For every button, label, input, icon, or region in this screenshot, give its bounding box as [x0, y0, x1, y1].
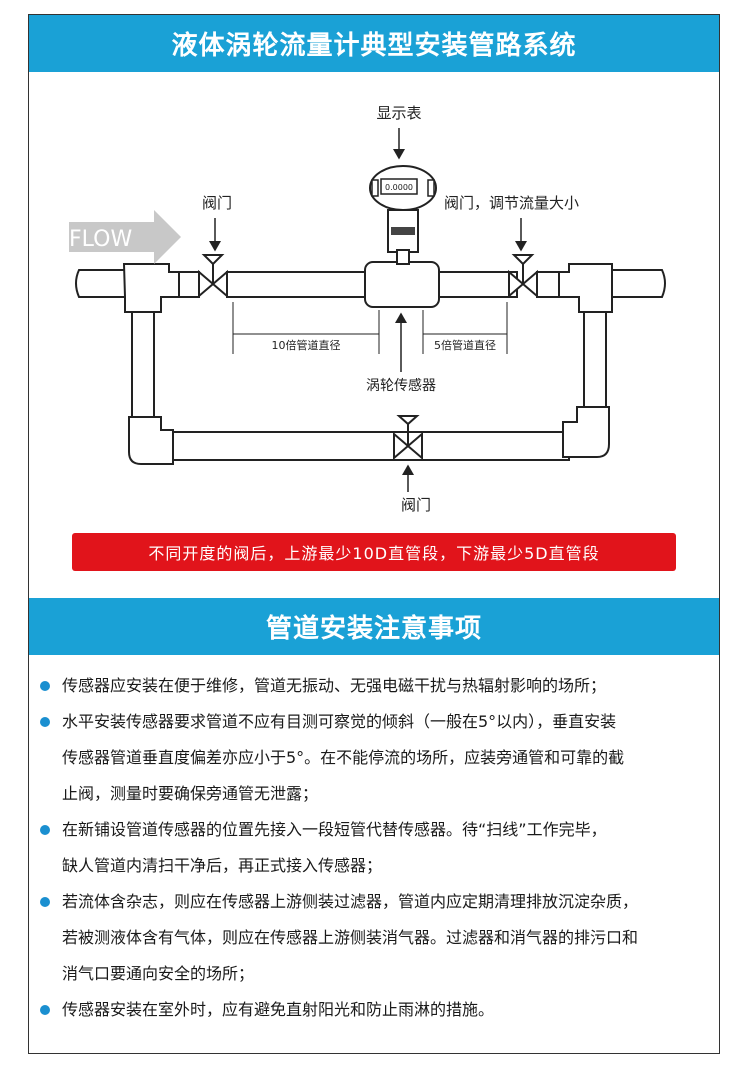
- bypass-bottom-pipe: [168, 431, 570, 461]
- bottom-valve-handwheel: [396, 415, 420, 426]
- note-item: 水平安装传感器要求管道不应有目测可察觉的倾斜（一般在5°以内），垂直安装传感器管…: [40, 704, 710, 812]
- display-screen: [380, 178, 418, 195]
- valve-left-label: 阀门: [202, 194, 232, 212]
- note-item: 传感器安装在室外时，应有避免直射阳光和防止雨淋的措施。: [40, 992, 710, 1028]
- upstream-length-label: 10倍管道直径: [272, 338, 341, 352]
- piping-diagram: 0.0000 FLOW 显示表 阀门 阀门，调节流量大小 10倍管道直径 5倍管…: [29, 72, 719, 598]
- right-valve-handwheel: [511, 254, 535, 266]
- downstream-length-label: 5倍管道直径: [434, 338, 496, 352]
- left-tee-fitting: [122, 263, 180, 313]
- sensor-label: 涡轮传感器: [366, 377, 436, 394]
- note-line: 止阀，测量时要确保旁通管无泄露；: [62, 784, 319, 803]
- piping-diagram-svg: 0.0000 FLOW 显示表 阀门 阀门，调节流量大小 10倍管道直径 5倍管…: [69, 104, 666, 514]
- right-tee-fitting: [558, 263, 613, 313]
- note-item: 在新铺设管道传感器的位置先接入一段短管代替传感器。待“扫线”工作完毕， 缺人管道内…: [40, 812, 710, 884]
- display-label: 显示表: [376, 104, 421, 122]
- left-valve-body-right: [211, 269, 228, 299]
- outlet-pipe: [611, 269, 666, 298]
- installation-warning-banner: 不同开度的阀后，上游最少10D直管段，下游最少5D直管段: [72, 533, 676, 571]
- note-line: 消气口要通向安全的场所；: [62, 964, 255, 983]
- bottom-valve-body-left: [393, 431, 410, 461]
- display-mount-neck: [396, 249, 410, 265]
- bullet-icon: [40, 897, 50, 907]
- notes-list: 传感器应安装在便于维修，管道无振动、无强电磁干扰与热辐射影响的场所； 水平安装传感…: [40, 668, 710, 1028]
- bypass-right-elbow: [562, 406, 610, 458]
- note-line: 传感器应安装在便于维修，管道无振动、无强电磁干扰与热辐射影响的场所；: [62, 676, 607, 695]
- page-title: 液体涡轮流量计典型安装管路系统: [29, 15, 719, 72]
- page-frame: [28, 14, 720, 1054]
- valve-bottom-label: 阀门: [401, 496, 431, 514]
- bullet-icon: [40, 825, 50, 835]
- inlet-pipe: [75, 269, 128, 298]
- notes-title: 管道安装注意事项: [29, 598, 719, 655]
- note-line: 传感器安装在室外时，应有避免直射阳光和防止雨淋的措施。: [62, 1000, 495, 1019]
- right-valve-body-right: [521, 269, 538, 299]
- upstream-straight-pipe: [226, 271, 368, 298]
- right-valve-body-left: [508, 269, 525, 299]
- note-line: 若流体含杂志，则应在传感器上游侧装过滤器，管道内应定期清理排放沉淀杂质，: [62, 892, 639, 911]
- note-line: 在新铺设管道传感器的位置先接入一段短管代替传感器。待“扫线”工作完毕，: [62, 820, 607, 839]
- note-line: 若被测液体含有气体，则应在传感器上游侧装消气器。过滤器和消气器的排污口和: [62, 928, 639, 947]
- note-line: 缺人管道内清扫干净后，再正式接入传感器；: [62, 856, 383, 875]
- note-line: 传感器管道垂直度偏差亦应小于5°。在不能停流的场所，应装旁通管和可靠的截: [62, 748, 625, 767]
- left-valve-body-left: [198, 269, 215, 299]
- flow-label: FLOW: [69, 227, 132, 252]
- display-side-cap-right: [427, 179, 435, 197]
- bullet-icon: [40, 681, 50, 691]
- display-reading: 0.0000: [385, 183, 413, 192]
- valve-right-label: 阀门，调节流量大小: [444, 194, 579, 212]
- turbine-sensor-body: [364, 261, 440, 308]
- display-side-cap-left: [371, 179, 379, 197]
- note-item: 若流体含杂志，则应在传感器上游侧装过滤器，管道内应定期清理排放沉淀杂质， 若被测液…: [40, 884, 710, 992]
- flow-arrow: [69, 210, 181, 264]
- bullet-icon: [40, 1005, 50, 1015]
- right-valve-stub: [536, 271, 560, 298]
- bottom-valve-body-right: [406, 431, 423, 461]
- left-valve-handwheel: [201, 254, 225, 266]
- downstream-straight-pipe: [438, 271, 518, 298]
- bullet-icon: [40, 717, 50, 727]
- display-mount-nut: [391, 227, 415, 235]
- bypass-left-elbow: [128, 416, 174, 465]
- left-valve-stub: [178, 271, 200, 298]
- note-item: 传感器应安装在便于维修，管道无振动、无强电磁干扰与热辐射影响的场所；: [40, 668, 710, 704]
- note-line: 水平安装传感器要求管道不应有目测可察觉的倾斜（一般在5°以内），垂直安装: [62, 712, 617, 731]
